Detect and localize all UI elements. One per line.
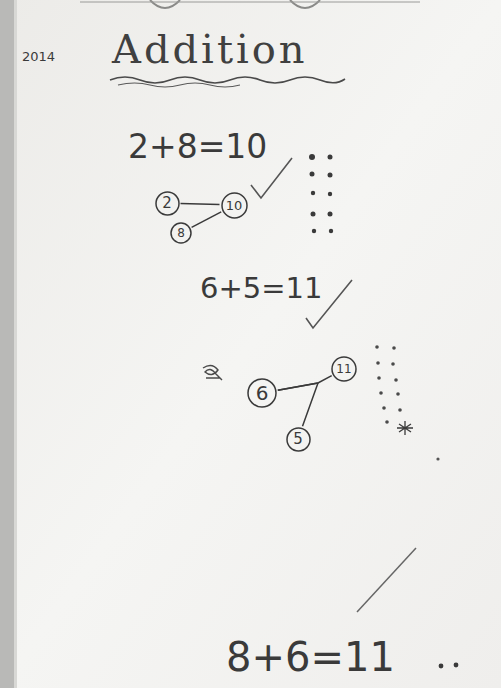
circle-number: 8 <box>177 227 185 239</box>
number-circle: 11 <box>331 356 357 382</box>
number-circle: 8 <box>170 222 192 244</box>
year-note: 2014 <box>22 50 55 65</box>
number-circle: 10 <box>221 192 248 219</box>
circle-number: 5 <box>293 432 303 447</box>
bond-line <box>192 212 222 228</box>
bond-line <box>278 383 318 426</box>
page-title: Addition <box>112 26 308 72</box>
number-circle: 2 <box>155 191 180 216</box>
number-circle: 6 <box>247 378 277 408</box>
number-circle: 5 <box>286 427 311 452</box>
sum-equation: 8+6=11 <box>226 634 395 680</box>
sum-equation: 2+8=10 <box>128 128 267 166</box>
bond-line <box>181 203 220 204</box>
circle-number: 6 <box>256 383 269 403</box>
circle-number: 2 <box>162 196 172 211</box>
circle-number: 11 <box>336 363 351 375</box>
sum-equation: 6+5=11 <box>200 272 322 305</box>
circle-number: 10 <box>226 199 243 212</box>
